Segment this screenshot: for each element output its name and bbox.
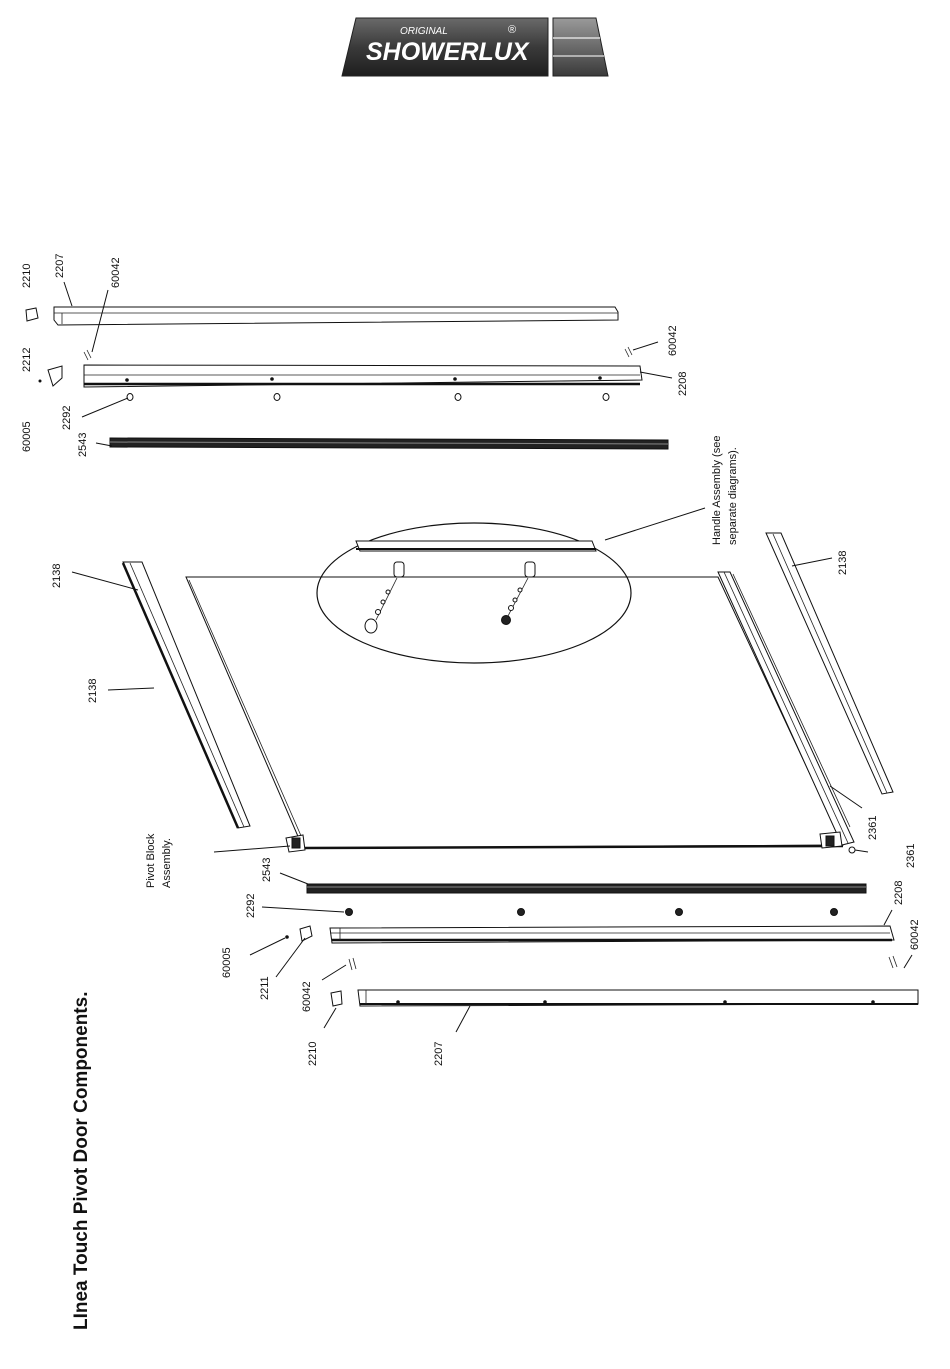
plug-2292-top-1: [127, 394, 133, 401]
logo-registered-mark: ®: [508, 24, 516, 36]
label-60005-top: 60005: [21, 421, 33, 452]
handle-fixing-right: [502, 562, 536, 625]
label-pivot-block-line2: Assembly.: [161, 838, 173, 888]
end-cap-2210-top: [26, 308, 38, 321]
label-handle-assembly-line2: separate diagrams).: [727, 447, 739, 545]
label-60042-top-b: 60042: [667, 325, 679, 356]
label-60005-bottom: 60005: [221, 947, 233, 978]
cap-2211: [300, 926, 312, 941]
pin-2361: [849, 847, 855, 853]
plug-2292-top-4: [603, 394, 609, 401]
label-2207-bottom: 2207: [433, 1042, 445, 1066]
label-2210-top: 2210: [21, 264, 33, 288]
label-2138-left-b: 2138: [87, 679, 99, 703]
label-2292-bottom: 2292: [245, 894, 257, 918]
label-2543-top: 2543: [77, 433, 89, 457]
label-2138-right: 2138: [837, 551, 849, 575]
label-2208-top: 2208: [677, 372, 689, 396]
end-cap-2210-bottom: [331, 991, 342, 1006]
plug-2292-bottom-2: [518, 909, 525, 916]
label-2138-left-a: 2138: [51, 564, 63, 588]
label-60042-bottom-a: 60042: [301, 981, 313, 1012]
label-2208-bottom: 2208: [893, 881, 905, 905]
label-pivot-block-line1: Pivot Block: [145, 833, 157, 888]
plug-2292-bottom-4: [831, 909, 838, 916]
pin-60005-top: [39, 380, 42, 383]
label-2292-top: 2292: [61, 406, 73, 430]
label-2210-bottom: 2210: [307, 1042, 319, 1066]
rail-2207-top: [54, 307, 618, 325]
screw-60042-top-right: [625, 349, 629, 357]
pin-60005-bottom: [285, 935, 289, 939]
cap-2212: [48, 366, 62, 386]
label-2211: 2211: [259, 976, 271, 1000]
plug-2292-bottom-3: [676, 909, 683, 916]
plug-2292-top-2: [274, 394, 280, 401]
screw-60042-bottom-right: [889, 957, 893, 968]
profile-2138-left: [123, 562, 250, 828]
screw-60042-top-left: [84, 352, 88, 360]
plug-2292-bottom-1: [346, 909, 353, 916]
label-2361-a: 2361: [867, 816, 879, 840]
page-title: LInea Touch Pivot Door Components.: [71, 992, 92, 1330]
logo-brand-text: SHOWERLUX: [366, 38, 530, 66]
seal-2543-bottom: [307, 884, 866, 893]
label-2207-top: 2207: [54, 254, 66, 278]
label-handle-assembly-line1: Handle Assembly (see: [711, 436, 723, 545]
label-60042-bottom-b: 60042: [909, 919, 921, 950]
leader-lines: [64, 282, 912, 1032]
handle-fixing-left: [365, 562, 404, 633]
profile-2361: [718, 572, 854, 845]
label-60042-top-a: 60042: [110, 257, 122, 288]
screw-60042-bottom-left: [349, 959, 352, 970]
showerlux-logo: ORIGINAL SHOWERLUX ®: [342, 18, 608, 76]
label-2361-b: 2361: [905, 844, 917, 868]
profile-2138-right: [766, 533, 893, 794]
plug-2292-top-3: [455, 394, 461, 401]
label-2543-bottom: 2543: [261, 858, 273, 882]
label-2212: 2212: [21, 348, 33, 372]
logo-top-text: ORIGINAL: [400, 26, 448, 37]
